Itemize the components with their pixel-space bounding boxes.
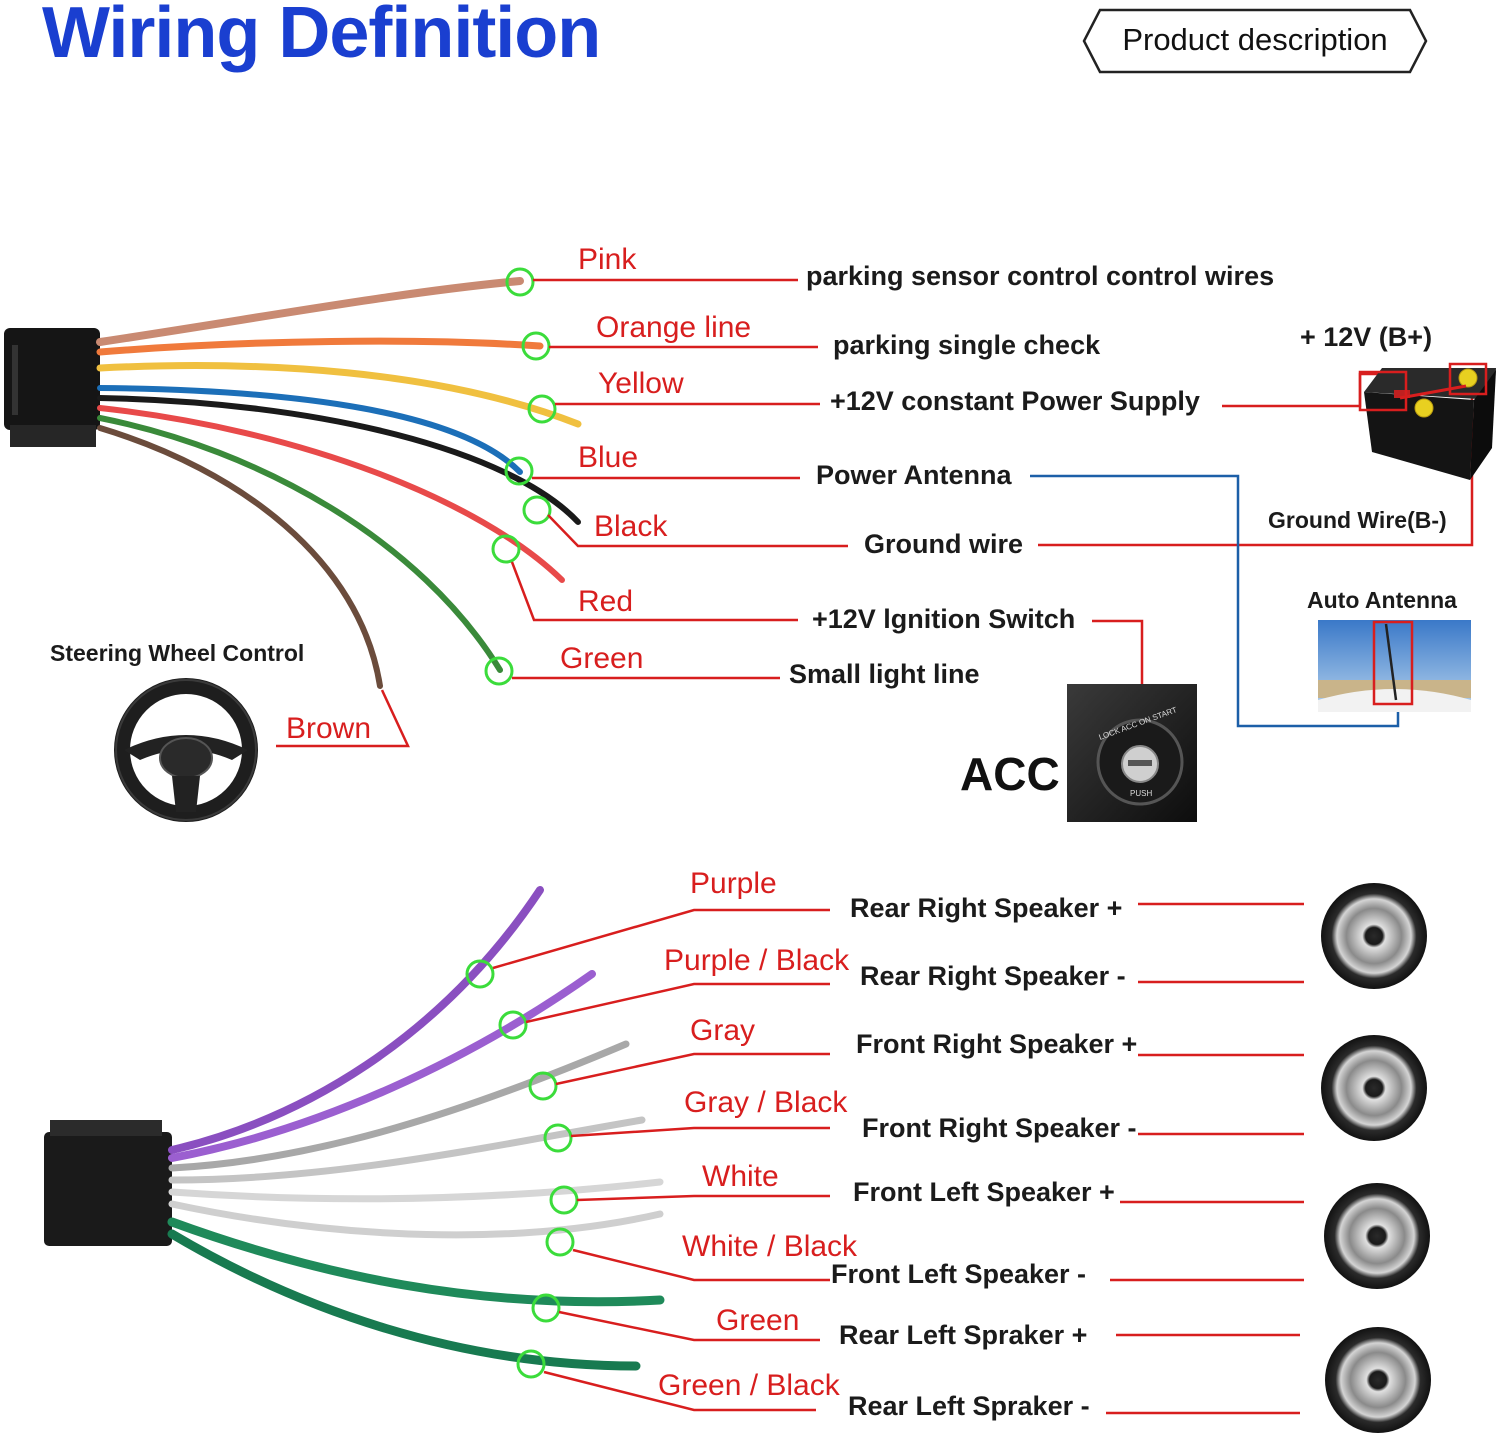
speaker-harness: Purple Purple / Black Gray Gray / Black …	[44, 867, 1431, 1433]
marker-red	[491, 534, 521, 564]
marker-white-black	[545, 1227, 575, 1257]
auto-antenna-photo	[1318, 620, 1471, 712]
wire-blue	[97, 385, 523, 475]
marker-black	[522, 495, 552, 525]
label-red: Red	[578, 585, 633, 618]
wire-black	[97, 395, 581, 525]
label-blue: Blue	[578, 441, 638, 474]
antenna-label: Auto Antenna	[1307, 587, 1457, 613]
function-yellow: +12V constant Power Supply	[830, 386, 1200, 416]
speaker-icon-front-right	[1321, 1035, 1427, 1141]
acc-label: ACC	[960, 748, 1060, 800]
page-title: Wiring Definition	[42, 0, 601, 73]
marker-green-spk	[531, 1293, 561, 1323]
wire-purple-black	[168, 970, 596, 1162]
speaker-icon-rear-left	[1325, 1327, 1431, 1433]
power-leaders	[276, 278, 848, 748]
key-push-text: PUSH	[1130, 789, 1152, 798]
speaker-icon-rear-right	[1321, 883, 1427, 989]
badge-text: Product description	[1122, 22, 1388, 57]
label-gray-black: Gray / Black	[684, 1086, 848, 1119]
marker-gray	[528, 1071, 558, 1101]
function-green: Small light line	[789, 659, 980, 689]
product-description-badge: Product description	[1082, 8, 1428, 74]
function-green-spk: Rear Left Spraker +	[839, 1320, 1087, 1350]
marker-blue	[504, 456, 534, 486]
label-yellow: Yellow	[598, 367, 684, 400]
label-pink: Pink	[578, 243, 637, 276]
label-gray: Gray	[690, 1014, 755, 1047]
leader-ignition	[1092, 619, 1144, 684]
label-green: Green	[560, 642, 643, 675]
wire-green	[97, 415, 503, 673]
marker-gray-black	[543, 1123, 573, 1153]
label-white: White	[702, 1160, 779, 1193]
function-orange: parking single check	[833, 330, 1101, 360]
ground-label: Ground Wire(B-)	[1268, 507, 1447, 533]
wire-white	[168, 1178, 664, 1203]
marker-green	[484, 656, 514, 686]
wire-white-black	[168, 1200, 664, 1239]
wire-brown	[97, 425, 383, 689]
function-purple-black: Rear Right Speaker -	[860, 961, 1126, 991]
label-orange: Orange line	[596, 311, 751, 344]
label-brown: Brown	[286, 712, 371, 745]
label-black: Black	[594, 510, 668, 543]
label-green-black: Green / Black	[658, 1369, 841, 1402]
wire-red	[97, 405, 565, 583]
power-harness: Pink Orange line Yellow Blue Black Red G…	[4, 243, 1496, 822]
badge-outline	[1082, 8, 1428, 74]
function-black: Ground wire	[864, 529, 1023, 559]
label-purple: Purple	[690, 867, 777, 900]
power-markers	[484, 267, 557, 686]
marker-purple	[465, 959, 495, 989]
wire-green-spk	[167, 1217, 665, 1307]
label-green-spk: Green	[716, 1304, 799, 1337]
wire-green-black	[167, 1229, 641, 1371]
marker-yellow	[527, 394, 557, 424]
function-blue: Power Antenna	[816, 460, 1013, 490]
wire-orange	[96, 337, 544, 356]
function-gray-black: Front Right Speaker -	[862, 1113, 1137, 1143]
function-purple: Rear Right Speaker +	[850, 893, 1122, 923]
wire-pink	[96, 277, 524, 346]
speaker-leaders	[492, 902, 1304, 1415]
power-connector	[4, 328, 100, 447]
function-green-black: Rear Left Spraker -	[848, 1391, 1090, 1421]
leader-antenna	[1030, 474, 1400, 728]
marker-purple-black	[498, 1010, 528, 1040]
wire-gray-black	[168, 1116, 646, 1184]
function-white-black: Front Left Speaker -	[831, 1259, 1086, 1289]
wire-purple	[168, 886, 544, 1154]
wire-yellow	[96, 362, 582, 428]
label-white-black: White / Black	[682, 1230, 858, 1263]
steering-label: Steering Wheel Control	[50, 640, 304, 666]
wire-gray	[168, 1040, 630, 1172]
battery-icon	[1358, 362, 1496, 480]
function-red: +12V lgnition Switch	[812, 604, 1075, 634]
speaker-connector	[44, 1120, 172, 1246]
marker-pink	[505, 267, 535, 297]
steering-wheel-icon	[114, 678, 258, 822]
function-pink: parking sensor control control wires	[806, 261, 1274, 291]
speaker-icon-front-left	[1324, 1183, 1430, 1289]
label-purple-black: Purple / Black	[664, 944, 850, 977]
marker-green-black	[516, 1349, 546, 1379]
ignition-key-photo: LOCK ACC ON START PUSH	[1067, 684, 1197, 822]
battery-label: + 12V (B+)	[1300, 322, 1432, 352]
function-gray: Front Right Speaker +	[856, 1029, 1137, 1059]
function-white: Front Left Speaker +	[853, 1177, 1115, 1207]
